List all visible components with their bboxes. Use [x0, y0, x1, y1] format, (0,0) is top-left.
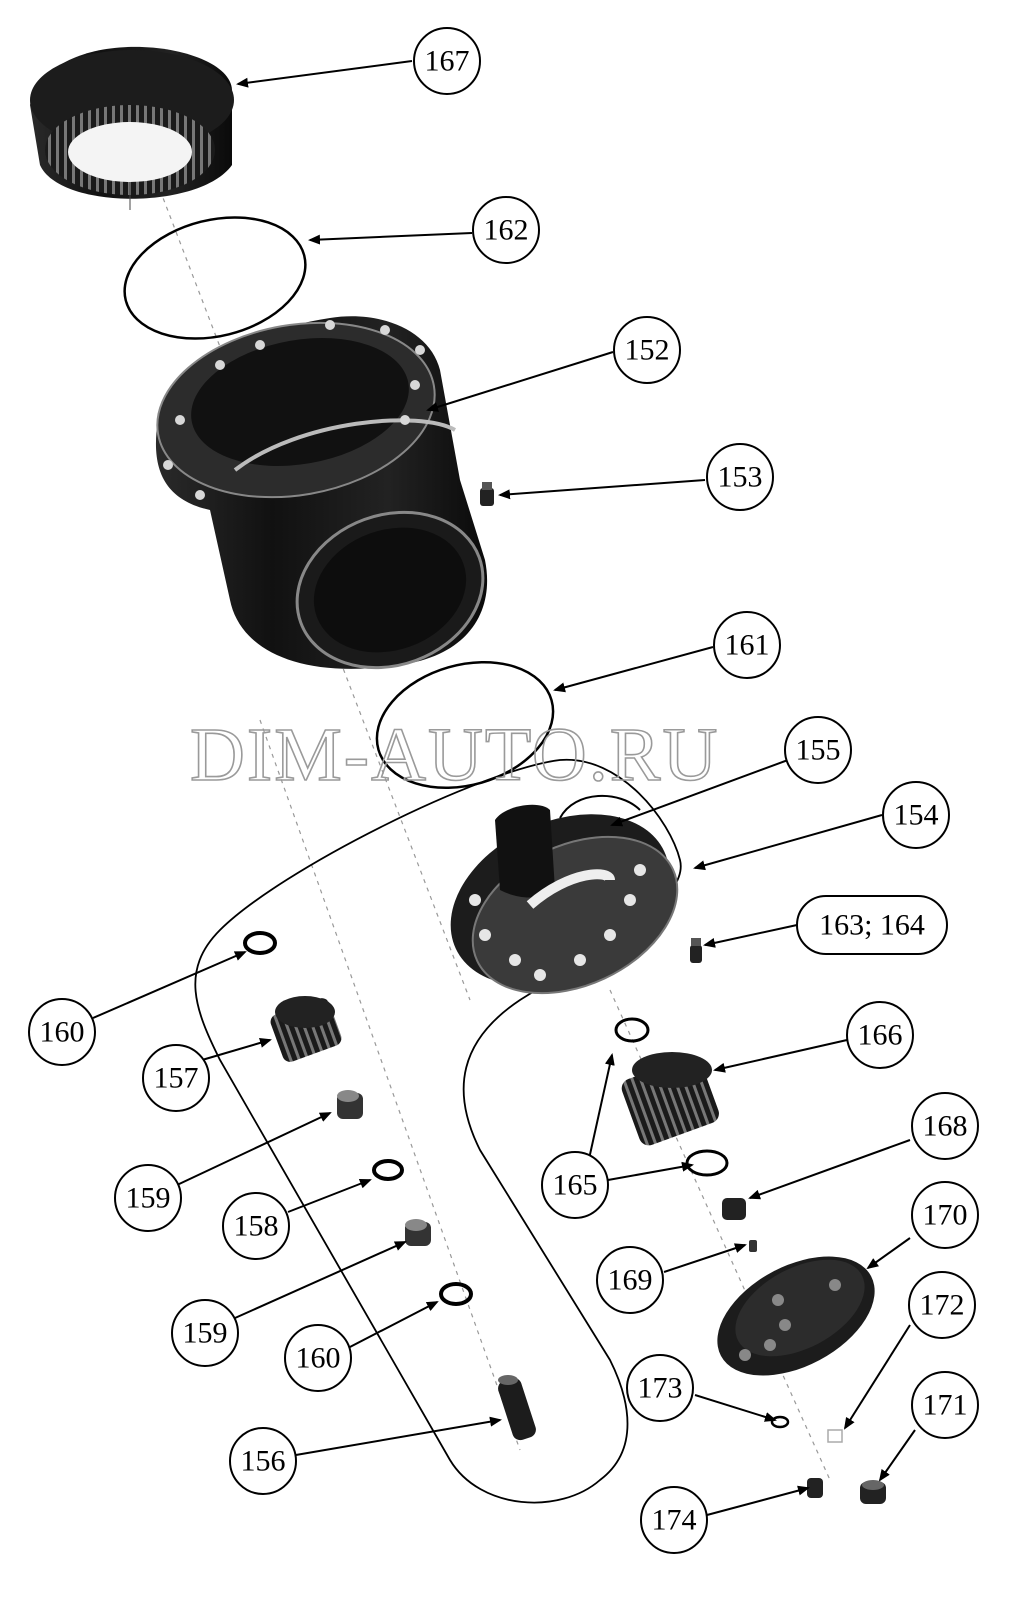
callout-157: 157 [142, 1044, 210, 1112]
callout-label-169: 169 [608, 1264, 653, 1297]
bushing-159-lower-part [405, 1219, 431, 1246]
callout-label-173: 173 [638, 1372, 683, 1405]
callout-173: 173 [626, 1354, 694, 1422]
callout-166: 166 [846, 1001, 914, 1069]
callout-163-164: 163; 164 [796, 895, 948, 955]
callout-label-160-upper: 160 [40, 1016, 85, 1049]
callout-label-158: 158 [234, 1210, 279, 1243]
callout-label-156: 156 [241, 1445, 286, 1478]
callout-172: 172 [908, 1271, 976, 1339]
callout-161: 161 [713, 611, 781, 679]
callout-label-170: 170 [923, 1199, 968, 1232]
o-ring-173-part [770, 1415, 790, 1429]
callout-label-171: 171 [923, 1389, 968, 1422]
o-ring-162-part [123, 216, 307, 340]
callout-152: 152 [613, 316, 681, 384]
callout-label-168: 168 [923, 1110, 968, 1143]
callout-label-162: 162 [484, 214, 529, 247]
callout-label-159-lower: 159 [183, 1317, 228, 1350]
bolt-153-part [480, 482, 494, 506]
callout-label-166: 166 [858, 1019, 903, 1052]
washer-160-lower-part [439, 1282, 473, 1306]
callout-label-163-164: 163; 164 [819, 909, 925, 942]
callout-160-upper: 160 [28, 998, 96, 1066]
callout-156: 156 [229, 1427, 297, 1495]
sun-gear-166-part [621, 1052, 719, 1146]
cover-170-part [717, 1256, 875, 1376]
callout-label-172: 172 [920, 1289, 965, 1322]
plug-172-part [827, 1429, 843, 1443]
snap-ring-165-upper-part [614, 1017, 650, 1043]
watermark-text: DIM-AUTO.RU [190, 713, 719, 797]
callout-169: 169 [596, 1246, 664, 1314]
spacer-158-part [372, 1159, 404, 1181]
o-ring-161-part [375, 660, 555, 790]
callout-label-152: 152 [625, 334, 670, 367]
callout-165: 165 [541, 1151, 609, 1219]
screw-163-164-part [690, 938, 702, 963]
callout-label-174: 174 [652, 1504, 697, 1537]
callout-160-lower: 160 [284, 1324, 352, 1392]
callout-155: 155 [784, 716, 852, 784]
callout-168: 168 [911, 1092, 979, 1160]
ring-gear-part [30, 46, 234, 210]
washer-160-upper-part [243, 931, 277, 955]
axle-pin-156-part [498, 1375, 536, 1441]
callout-label-159-upper: 159 [126, 1182, 171, 1215]
bolt-174-part [807, 1478, 823, 1498]
planet-gear-157-part [270, 996, 342, 1062]
callout-label-155: 155 [796, 734, 841, 767]
bushing-159-upper-part [337, 1090, 363, 1119]
callout-167: 167 [413, 27, 481, 95]
callout-label-161: 161 [725, 629, 770, 662]
callout-158: 158 [222, 1192, 290, 1260]
callout-154: 154 [882, 781, 950, 849]
callout-170: 170 [911, 1181, 979, 1249]
callout-162: 162 [472, 196, 540, 264]
callout-label-154: 154 [894, 799, 939, 832]
wheel-hub-part [155, 316, 488, 670]
callout-label-160-lower: 160 [296, 1342, 341, 1375]
thrust-piece-168-part [722, 1198, 746, 1220]
callout-label-165: 165 [553, 1169, 598, 1202]
snap-ring-165-lower-part [685, 1149, 729, 1177]
callout-label-153: 153 [718, 461, 763, 494]
callout-label-157: 157 [154, 1062, 199, 1095]
callout-153: 153 [706, 443, 774, 511]
callout-174: 174 [640, 1486, 708, 1554]
thrust-pin-169-part [749, 1240, 757, 1252]
callout-159-upper: 159 [114, 1164, 182, 1232]
leader-lines [92, 60, 916, 1516]
callout-159-lower: 159 [171, 1299, 239, 1367]
drain-plug-171-part [860, 1480, 886, 1504]
callout-171: 171 [911, 1371, 979, 1439]
planet-carrier-part [450, 794, 679, 995]
callout-label-167: 167 [425, 45, 470, 78]
